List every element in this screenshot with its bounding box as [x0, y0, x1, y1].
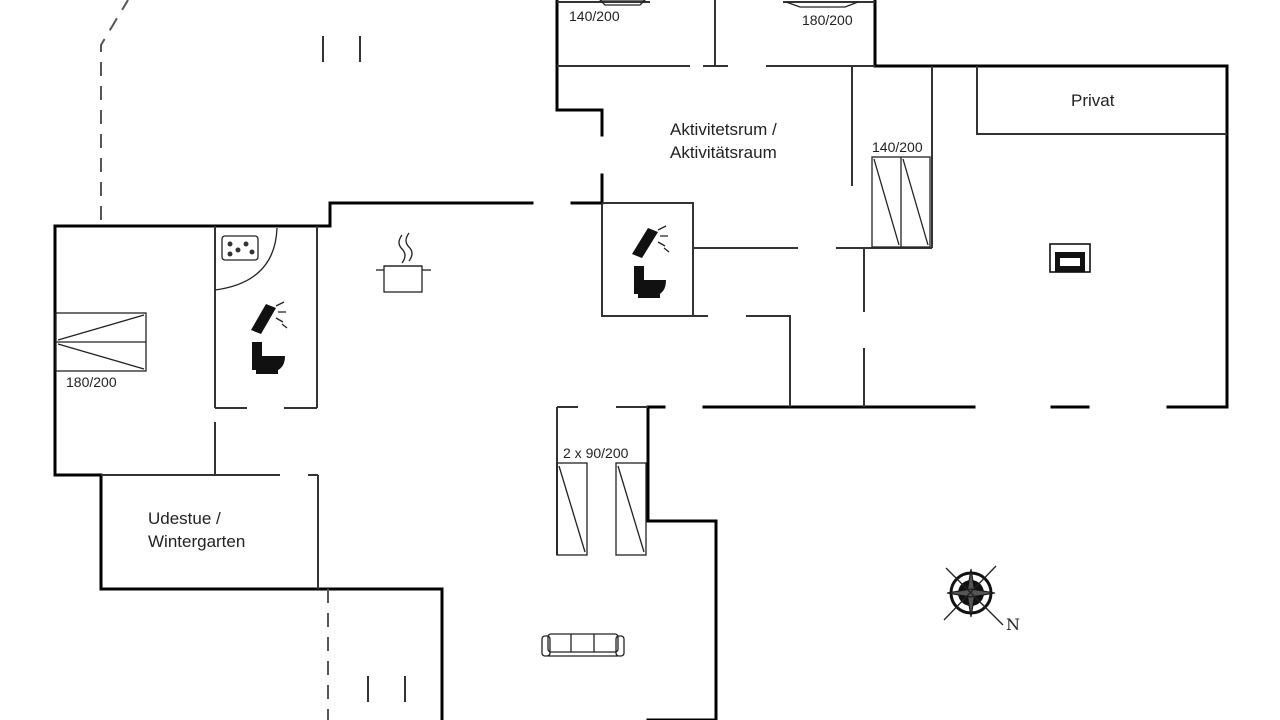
room-label-aktivitet-2: Aktivitätsraum [670, 143, 777, 162]
shower-icon [632, 225, 670, 258]
bed-west: 180/200 [55, 312, 147, 390]
compass-north-label: N [1006, 615, 1020, 634]
bed-label-top-left: 140/200 [569, 8, 620, 24]
partitions [101, 0, 1227, 589]
jacuzzi-icon [214, 227, 278, 291]
bed-label-middle: 140/200 [872, 139, 923, 155]
sofa-icon [541, 633, 625, 657]
bed-label-twin: 2 x 90/200 [563, 445, 629, 461]
room-label-aktivitet-1: Aktivitetsrum / [670, 120, 777, 139]
stove-pot-icon [376, 232, 431, 293]
room-label-udestue-1: Udestue / [148, 509, 221, 528]
compass-rose-icon: N [943, 565, 1020, 634]
bed-label-top-right: 180/200 [802, 12, 853, 28]
terrace-lines [100, 0, 406, 720]
toilet-icon [252, 342, 285, 374]
shower-icon [251, 301, 288, 334]
room-label-udestue-2: Wintergarten [148, 532, 245, 551]
walls [53, 0, 1229, 720]
room-label-privat: Privat [1071, 91, 1115, 110]
toilet-icon [634, 266, 666, 298]
fireplace-icon [1049, 243, 1091, 273]
bed-top-left: 140/200 [569, 0, 646, 24]
bed-twin: 2 x 90/200 [556, 445, 647, 556]
bed-label-west: 180/200 [66, 374, 117, 390]
bed-middle: 140/200 [871, 139, 931, 248]
bed-top-right: 180/200 [785, 1, 859, 28]
